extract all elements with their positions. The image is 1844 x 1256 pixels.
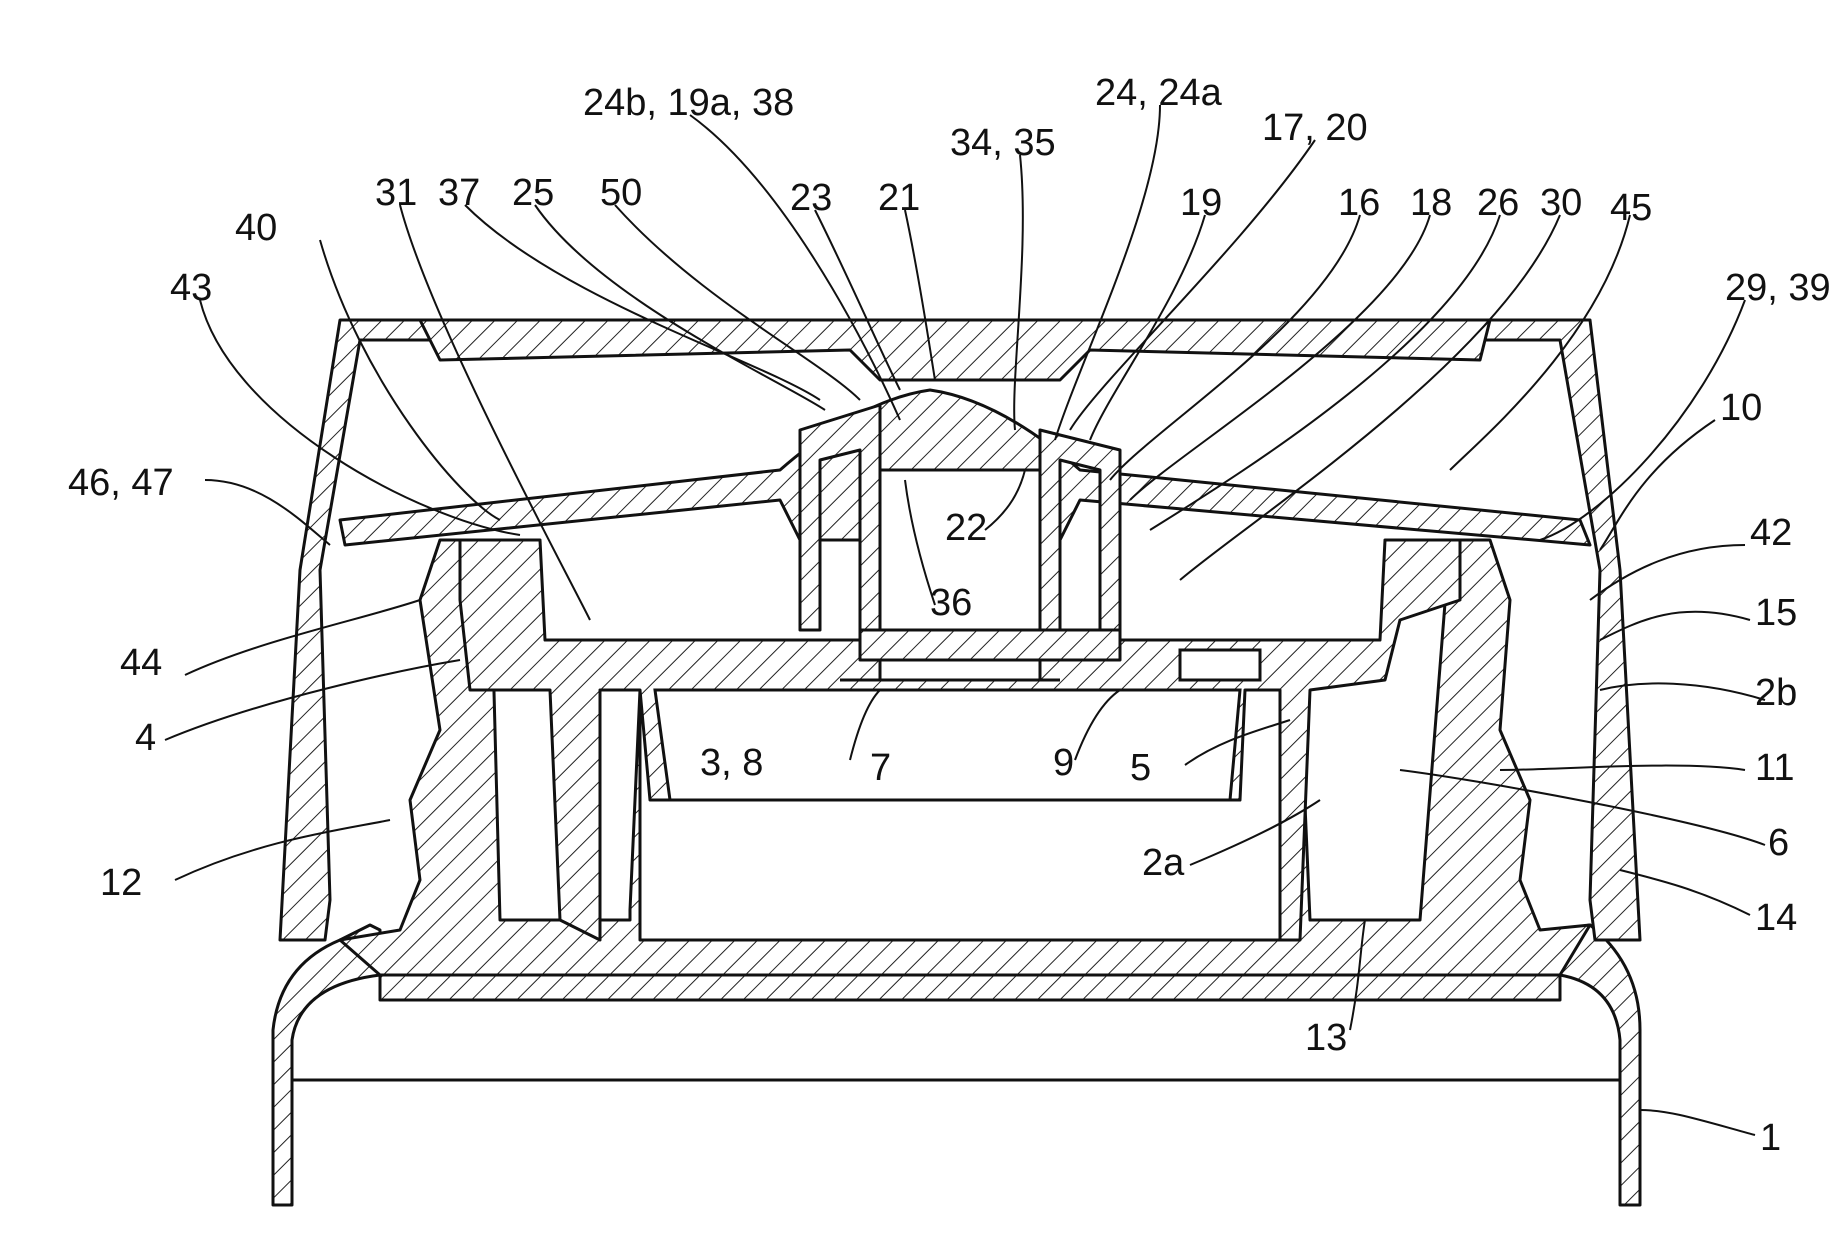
label-25: 25: [512, 172, 554, 214]
label-45: 45: [1610, 187, 1652, 229]
label-21: 21: [878, 177, 920, 219]
label-6: 6: [1768, 822, 1789, 864]
label-37: 37: [438, 172, 480, 214]
label-17-20: 17, 20: [1262, 107, 1368, 149]
label-46-47: 46, 47: [68, 462, 174, 504]
label-30: 30: [1540, 182, 1582, 224]
label-15: 15: [1755, 592, 1797, 634]
label-36: 36: [930, 582, 972, 624]
label-1: 1: [1760, 1117, 1781, 1159]
label-31: 31: [375, 172, 417, 214]
label-26: 26: [1477, 182, 1519, 224]
label-13: 13: [1305, 1017, 1347, 1059]
label-10: 10: [1720, 387, 1762, 429]
label-5: 5: [1130, 747, 1151, 789]
label-2b: 2b: [1755, 672, 1797, 714]
label-16: 16: [1338, 182, 1380, 224]
label-23: 23: [790, 177, 832, 219]
label-40: 40: [235, 207, 277, 249]
label-7: 7: [870, 747, 891, 789]
label-42: 42: [1750, 512, 1792, 554]
label-2a: 2a: [1142, 842, 1185, 884]
label-24-24a: 24, 24a: [1095, 72, 1223, 114]
label-14: 14: [1755, 897, 1797, 939]
label-22: 22: [945, 507, 987, 549]
label-18: 18: [1410, 182, 1452, 224]
label-34-35: 34, 35: [950, 122, 1056, 164]
label-3-8: 3, 8: [700, 742, 763, 784]
label-24b-19a-38: 24b, 19a, 38: [583, 82, 794, 124]
label-50: 50: [600, 172, 642, 214]
label-4: 4: [135, 717, 156, 759]
label-44: 44: [120, 642, 162, 684]
label-12: 12: [100, 862, 142, 904]
label-19: 19: [1180, 182, 1222, 224]
label-29-39: 29, 39: [1725, 267, 1831, 309]
label-43: 43: [170, 267, 212, 309]
label-11: 11: [1755, 747, 1794, 789]
label-9: 9: [1053, 742, 1074, 784]
